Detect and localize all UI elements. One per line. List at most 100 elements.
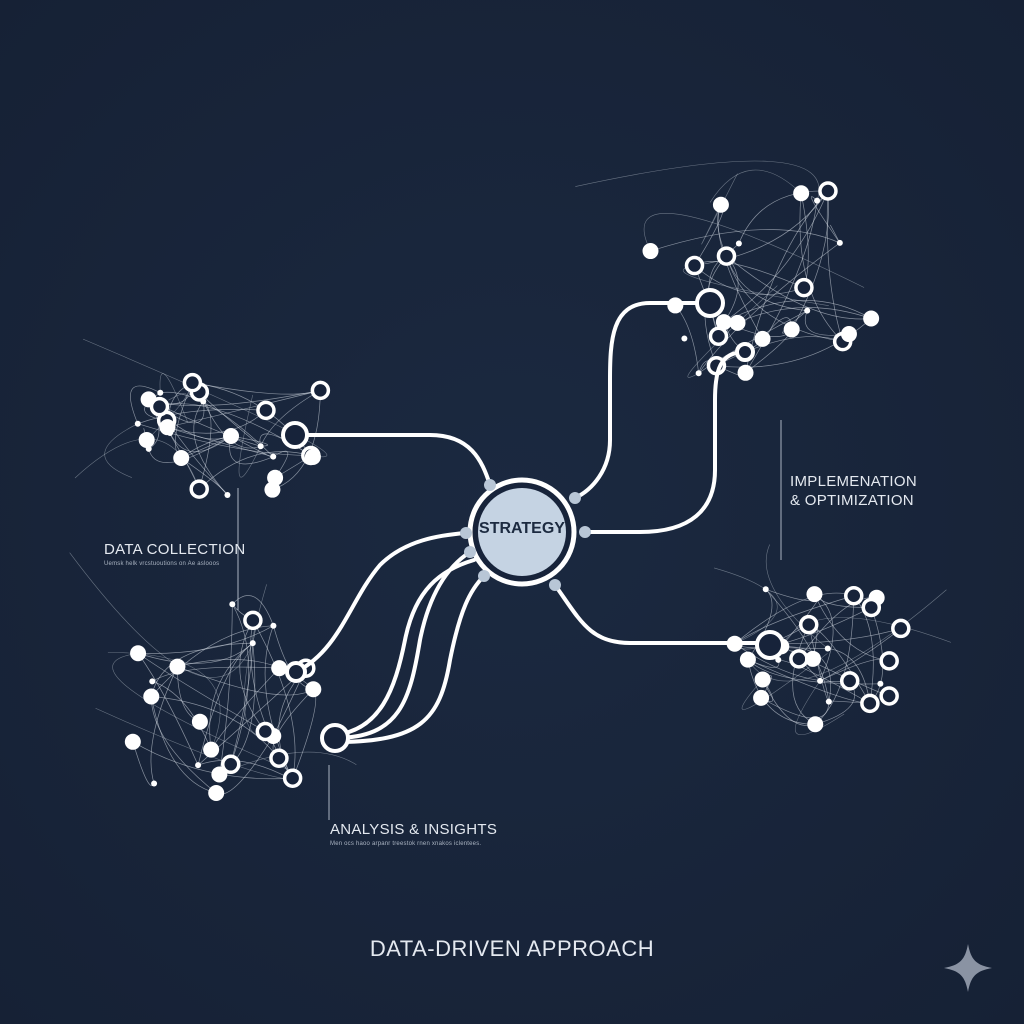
node	[877, 680, 884, 687]
cluster-edge	[815, 595, 855, 725]
ring-node	[189, 479, 209, 499]
cluster-edge	[747, 659, 816, 725]
port-dot	[460, 527, 472, 539]
analysis-insights-label: ANALYSIS & INSIGHTS	[330, 821, 498, 838]
node	[793, 185, 810, 202]
endpoint-node	[695, 288, 725, 318]
connector-line	[553, 583, 772, 645]
ring-node	[879, 686, 899, 706]
cluster-edge	[238, 394, 261, 478]
node	[173, 450, 190, 467]
cluster-edge	[292, 689, 317, 780]
ring-node	[182, 372, 203, 393]
node	[754, 330, 771, 347]
endpoint-node	[755, 630, 785, 660]
endpoint-node	[320, 723, 350, 753]
node	[715, 314, 732, 331]
cluster-edge	[810, 196, 841, 244]
cluster-edge	[745, 190, 829, 373]
cluster-edge	[814, 593, 834, 682]
node	[169, 658, 186, 675]
cluster-edge	[150, 666, 178, 784]
node	[825, 698, 832, 705]
cluster-edge	[714, 567, 778, 644]
ring-node	[310, 380, 331, 401]
node	[223, 428, 240, 445]
connector-line	[333, 574, 486, 744]
analysis-insights-subtitle: Men ocs haoo arpanr treestok rnen xnakos…	[330, 841, 482, 847]
node	[729, 314, 746, 331]
cluster-edge	[778, 659, 871, 704]
node	[840, 326, 857, 343]
cluster-edge	[230, 435, 268, 447]
cluster-edge	[132, 741, 293, 780]
port-dot	[549, 579, 561, 591]
connector-line	[573, 301, 712, 500]
node	[143, 688, 160, 705]
cluster-edge	[723, 300, 872, 323]
node	[735, 240, 742, 247]
cluster-edge	[152, 681, 212, 750]
node	[270, 453, 277, 460]
ring-node	[220, 754, 241, 775]
cluster-edge	[230, 604, 250, 765]
cluster-edge	[130, 385, 161, 424]
node	[753, 689, 770, 706]
node	[191, 713, 208, 730]
cluster-edge	[137, 653, 199, 766]
implementation-label-line2: & OPTIMIZATION	[790, 492, 914, 509]
cluster-edge	[209, 642, 253, 750]
ring-node	[879, 651, 899, 671]
cluster-edge	[192, 382, 321, 395]
node	[208, 785, 225, 802]
node	[806, 586, 823, 603]
cluster-edge	[765, 544, 828, 649]
node	[270, 622, 277, 629]
connector-line	[583, 350, 747, 534]
data-collection-label: DATA COLLECTION	[104, 541, 246, 558]
node	[267, 469, 284, 486]
node	[203, 741, 220, 758]
cluster-edge	[260, 390, 321, 447]
ring-node	[789, 649, 809, 669]
endpoint-node	[735, 342, 755, 362]
ring-node	[798, 614, 819, 635]
cluster-edge	[716, 336, 843, 367]
node	[739, 651, 756, 668]
cluster-edge	[737, 307, 872, 324]
node	[271, 660, 288, 677]
cluster-edge	[694, 190, 829, 266]
cluster-edge	[738, 190, 828, 244]
node	[151, 780, 158, 787]
node	[824, 645, 831, 652]
cluster-edge	[181, 435, 232, 459]
node	[642, 243, 659, 260]
node	[138, 431, 155, 448]
ring-node	[844, 585, 864, 606]
cluster-edge	[159, 373, 188, 423]
ring-node	[243, 610, 263, 631]
cluster-edge	[781, 645, 832, 702]
cluster-edge	[169, 432, 232, 453]
node	[737, 364, 754, 381]
cluster-edge	[734, 592, 854, 644]
cluster-edge	[69, 552, 254, 678]
ring-node	[891, 618, 911, 639]
cluster-edge	[826, 190, 843, 342]
cluster-edge	[138, 625, 274, 654]
ring-node	[256, 400, 276, 421]
node	[145, 445, 152, 452]
cluster-edge	[107, 652, 221, 750]
cluster-edge	[112, 652, 299, 775]
cluster-edge	[146, 393, 187, 441]
cluster-edge	[219, 604, 233, 775]
cluster-edge	[726, 255, 843, 342]
cluster-edge	[650, 229, 840, 252]
cluster-edge	[792, 624, 816, 725]
node	[695, 370, 702, 377]
endpoint-node	[285, 661, 307, 683]
cluster-edge	[167, 410, 267, 434]
cluster-edge	[252, 620, 296, 779]
data-collection-subtitle: Uemsk helk vrcstuoutions on Ae aslooos	[104, 561, 220, 567]
